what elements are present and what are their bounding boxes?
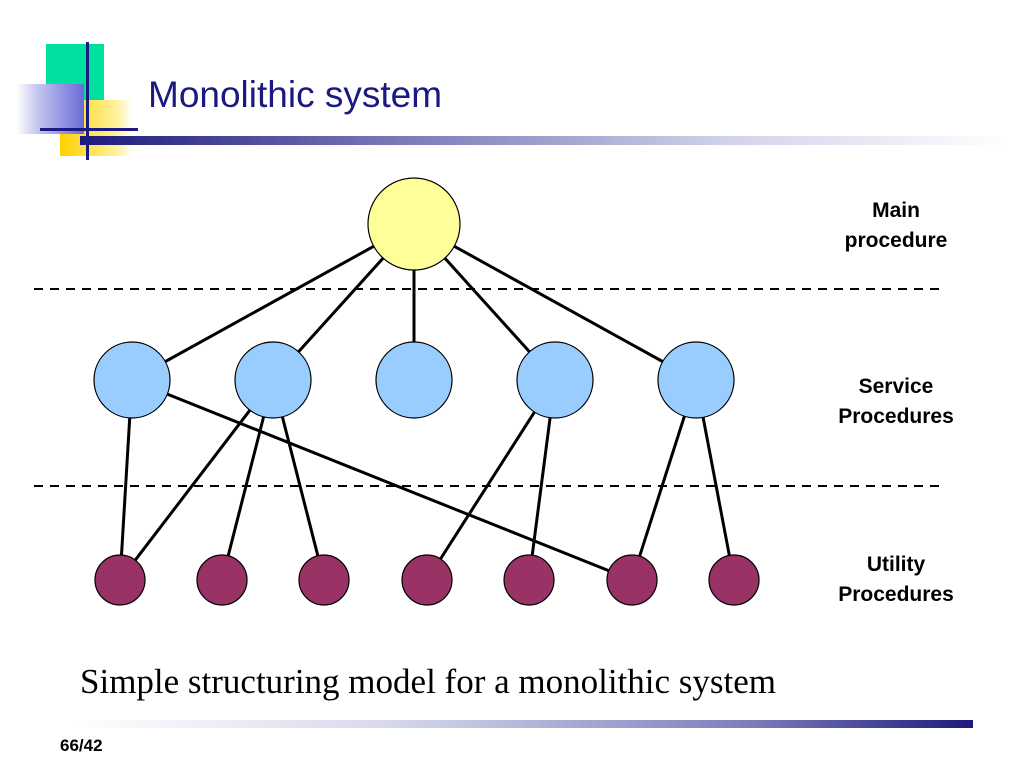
edge-m1-s5 (413, 222, 697, 382)
footer-rule (70, 720, 973, 728)
logo-vertical-line (86, 42, 89, 160)
service-node-s3 (375, 341, 453, 419)
logo-horizontal-line (40, 128, 138, 131)
service-node-s5 (657, 341, 735, 419)
utility-node-u5 (503, 554, 555, 606)
edge-m1-s1 (131, 222, 415, 382)
edge-s4-u4 (425, 379, 557, 581)
slide-caption: Simple structuring model for a monolithi… (80, 662, 777, 701)
utility-node-u3 (298, 554, 350, 606)
service-node-s4 (516, 341, 594, 419)
utility-node-u7 (708, 554, 760, 606)
utility-node-u1 (94, 554, 146, 606)
edge-s1-u6 (131, 378, 633, 582)
slide-title: Monolithic system (148, 74, 443, 115)
edge-s2-u1 (118, 379, 275, 581)
utility-node-u2 (196, 554, 248, 606)
tree-diagram: Main procedure Service Procedures Utilit… (0, 160, 1024, 640)
layer-label-utility-line-2: Procedures (838, 583, 954, 606)
layer-label-service-line-1: Service (858, 375, 934, 398)
slide-logo (0, 0, 150, 170)
title-underline (80, 136, 1010, 145)
layer-label-utility: Utility Procedures (806, 550, 986, 610)
service-node-s1 (93, 341, 171, 419)
layer-label-service: Service Procedures (806, 372, 986, 432)
layer-label-main-line-2: procedure (844, 229, 948, 252)
utility-node-u6 (606, 554, 658, 606)
layer-label-service-line-2: Procedures (838, 405, 954, 428)
page-number: 66/42 (60, 736, 103, 755)
logo-blue-square (16, 84, 84, 134)
utility-node-u4 (401, 554, 453, 606)
main-node-m1 (367, 177, 461, 271)
layer-label-main: Main procedure (806, 196, 986, 256)
layer-label-main-line-1: Main (872, 199, 920, 222)
layer-label-utility-line-1: Utility (866, 553, 926, 576)
tree-diagram-svg (34, 177, 944, 606)
service-node-s2 (234, 341, 312, 419)
nodes-group (93, 177, 760, 606)
